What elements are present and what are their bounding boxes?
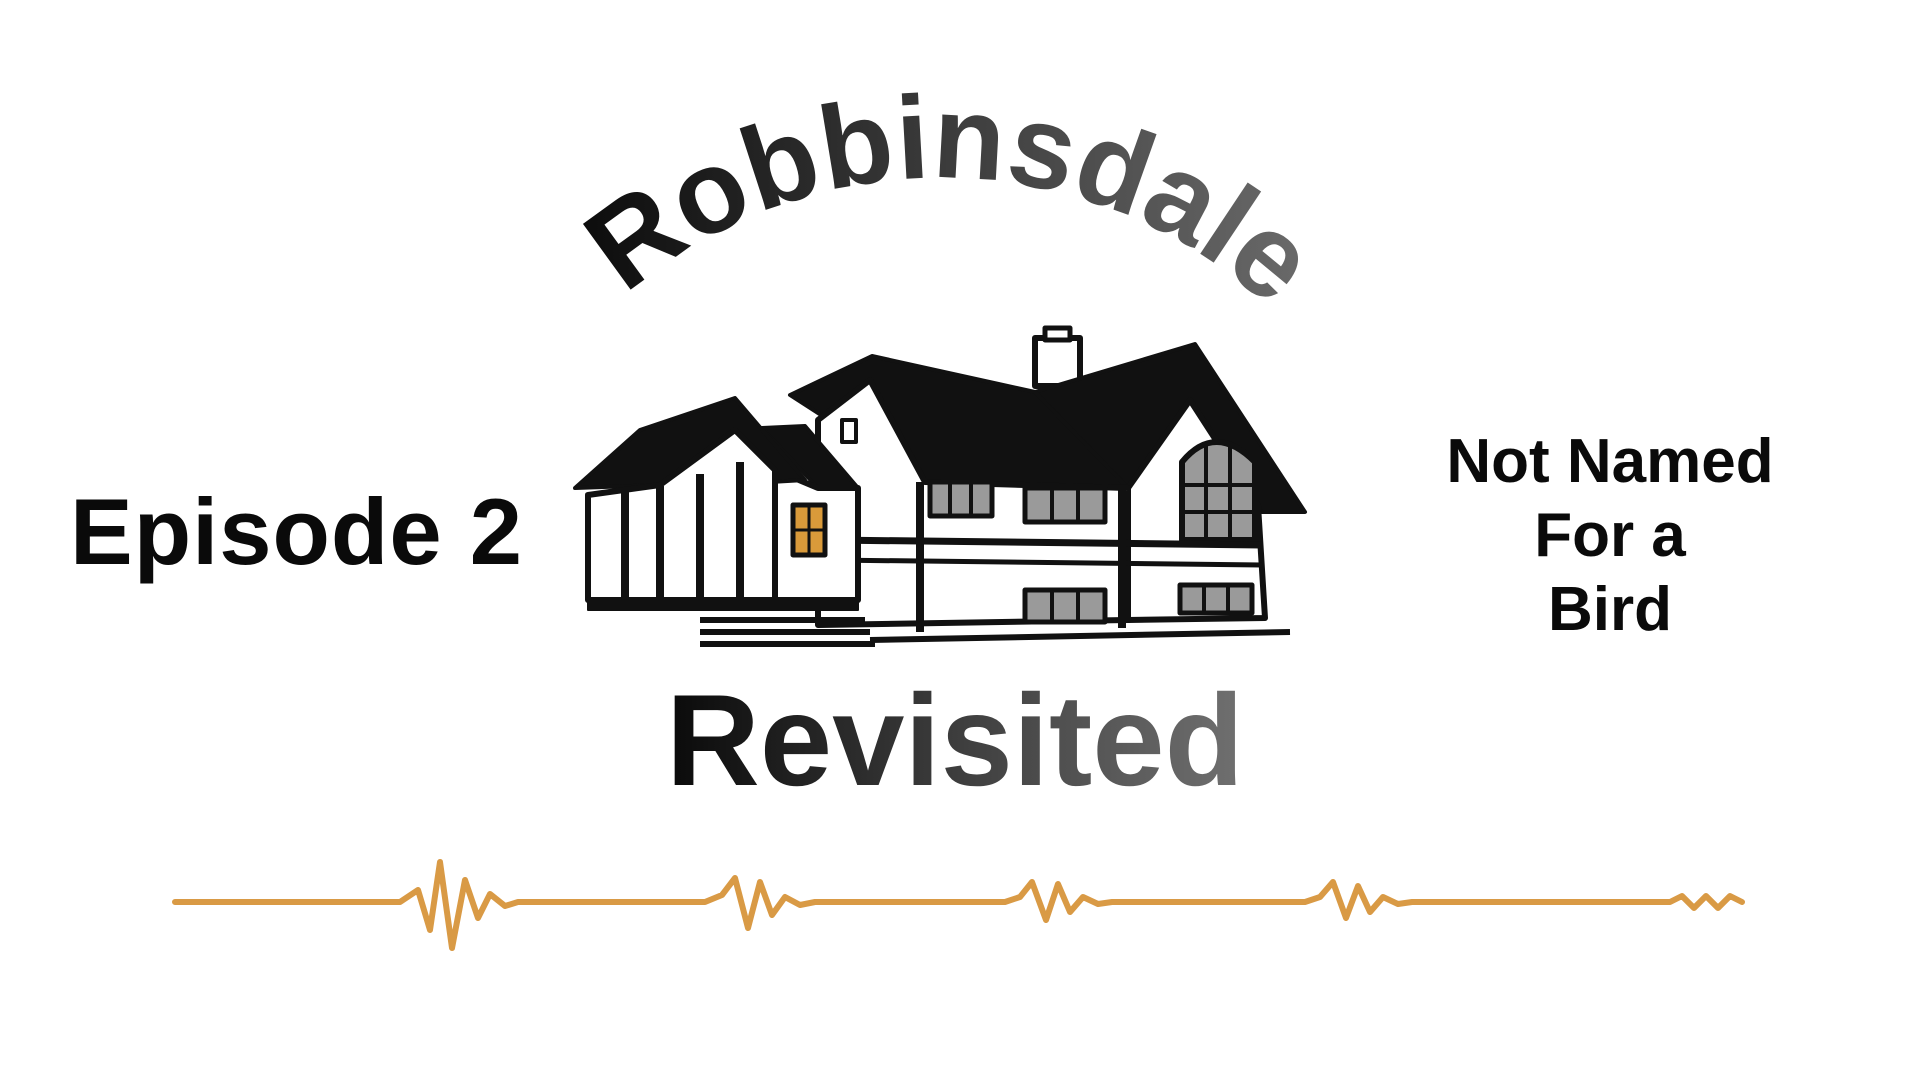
subtitle-line-2: For a	[1534, 501, 1686, 570]
subtitle-line-1: Not Named	[1446, 427, 1774, 496]
title-arc-text: Robbinsdale	[562, 71, 1339, 329]
title-arc: Robbinsdale	[562, 71, 1339, 329]
episode-subtitle: Not Named For a Bird	[1380, 425, 1840, 647]
waveform-icon	[172, 859, 1745, 951]
subtitle-line-3: Bird	[1548, 575, 1672, 644]
title-bottom: Revisited	[666, 667, 1244, 813]
house-icon	[573, 325, 1307, 647]
episode-label: Episode 2	[70, 479, 524, 584]
